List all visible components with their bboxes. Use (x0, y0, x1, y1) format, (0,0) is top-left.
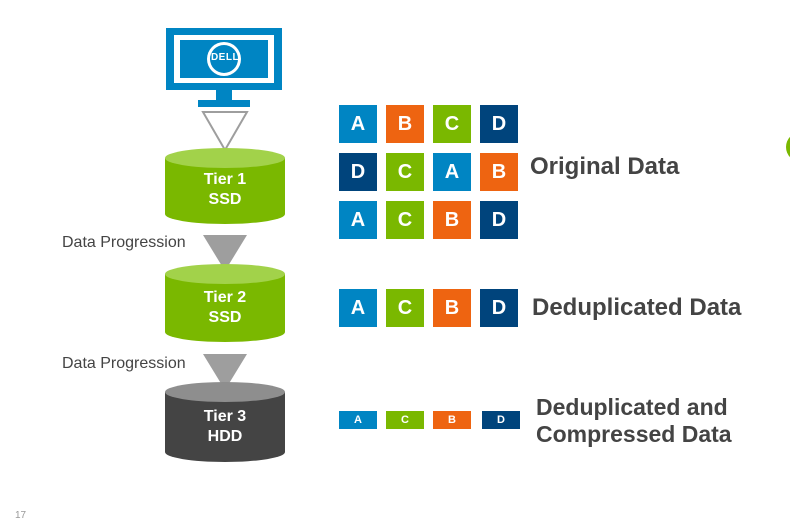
monitor-icon (166, 28, 282, 107)
deduplicated-data-label: Deduplicated Data (532, 294, 742, 321)
dedup-tile-4: D (480, 289, 518, 327)
original-tile-r3-c2: C (386, 201, 424, 239)
tier1-label: Tier 1 SSD (165, 170, 285, 210)
compressed-tile-4: D (482, 411, 520, 429)
tier2-label: Tier 2 SSD (165, 288, 285, 328)
original-tile-r3-c3: B (433, 201, 471, 239)
tier2-name: Tier 2 (203, 289, 247, 306)
tier3-name: Tier 3 (203, 408, 247, 425)
data-progression-label-1: Data Progression (62, 234, 186, 251)
down-arrow-icon (203, 354, 247, 390)
tier3-type: HDD (207, 428, 243, 445)
compressed-tile-1: A (339, 411, 377, 429)
original-tile-r1-c1: A (339, 105, 377, 143)
dell-logo: DELL (210, 52, 240, 63)
compressed-data-label: Deduplicated and Compressed Data (536, 394, 732, 448)
original-tile-r1-c3: C (433, 105, 471, 143)
tier1-name: Tier 1 (203, 171, 247, 188)
original-tile-r2-c3: A (433, 153, 471, 191)
data-progression-label-2: Data Progression (62, 355, 186, 372)
edge-decoration (786, 132, 790, 162)
original-tile-r2-c2: C (386, 153, 424, 191)
tier3-label: Tier 3 HDD (165, 407, 285, 447)
tier2-type: SSD (208, 309, 242, 326)
page-number: 17 (15, 510, 27, 521)
tier1-cylinder (165, 148, 285, 224)
original-tile-r3-c4: D (480, 201, 518, 239)
original-tile-r1-c4: D (480, 105, 518, 143)
compressed-label-line1: Deduplicated and (536, 394, 728, 420)
tier2-cylinder (165, 264, 285, 342)
compressed-tile-3: B (433, 411, 471, 429)
tier3-cylinder (165, 382, 285, 462)
dedup-tile-3: B (433, 289, 471, 327)
original-tile-r2-c4: B (480, 153, 518, 191)
compressed-label-line2: Compressed Data (536, 421, 732, 447)
dedup-tile-1: A (339, 289, 377, 327)
original-tile-r3-c1: A (339, 201, 377, 239)
original-data-label: Original Data (530, 153, 680, 180)
down-arrow-outline-icon (201, 111, 249, 152)
down-arrow-icon (203, 235, 247, 271)
original-tile-r2-c1: D (339, 153, 377, 191)
original-tile-r1-c2: B (386, 105, 424, 143)
dedup-tile-2: C (386, 289, 424, 327)
tier1-type: SSD (208, 191, 242, 208)
compressed-tile-2: C (386, 411, 424, 429)
